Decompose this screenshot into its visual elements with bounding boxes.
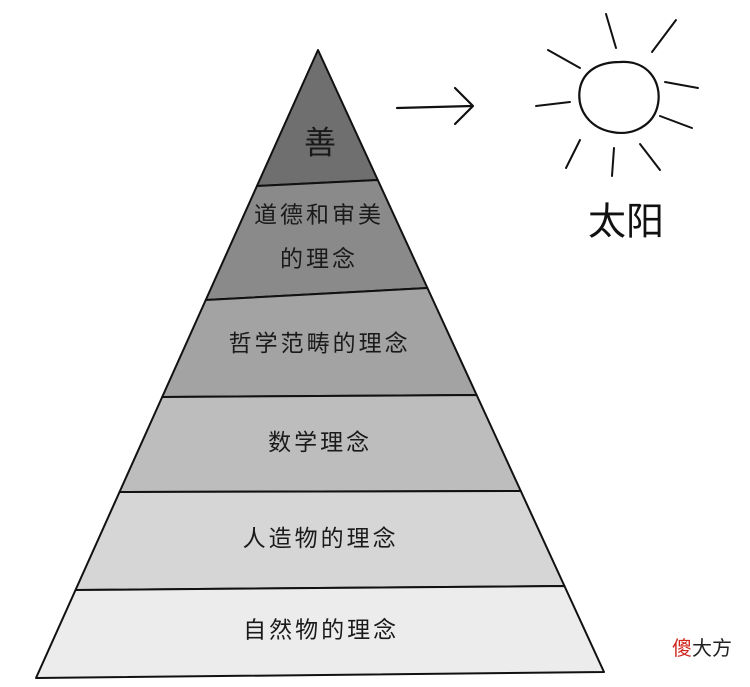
arrow-to-sun: [395, 86, 475, 126]
pyramid-layer-1: [255, 49, 379, 187]
watermark-accent: 傻: [672, 636, 692, 660]
pyramid-layer-label-line: 自然物的理念: [243, 618, 399, 644]
sun-icon: [535, 13, 699, 177]
watermark-rest: 大方: [692, 636, 732, 660]
pyramid-layer-label-line: 善: [304, 123, 336, 161]
pyramid-layer-label-line: 道德和审美: [254, 203, 384, 229]
pyramid-layer-label-3: 哲学范畴的理念: [229, 331, 411, 357]
watermark: 傻大方: [672, 632, 732, 661]
pyramid-layer-label-line: 哲学范畴的理念: [229, 331, 411, 357]
pyramid-layer-label-line: 数学理念: [268, 430, 372, 456]
pyramid-layer-label-line: 的理念: [280, 247, 358, 273]
pyramid-layer-label-6: 自然物的理念: [243, 618, 399, 644]
pyramid-layer-label-2: 道德和审美的理念: [254, 203, 384, 273]
pyramid-layer-2: [204, 179, 429, 301]
pyramid-layer-label-1: 善: [304, 123, 336, 161]
pyramid-layer-label-5: 人造物的理念: [243, 526, 399, 552]
pyramid-layer-6: [35, 585, 605, 679]
sun-label: 太阳: [588, 200, 664, 244]
pyramid-layer-label-line: 人造物的理念: [243, 526, 399, 552]
pyramid-layer-label-4: 数学理念: [268, 430, 372, 456]
